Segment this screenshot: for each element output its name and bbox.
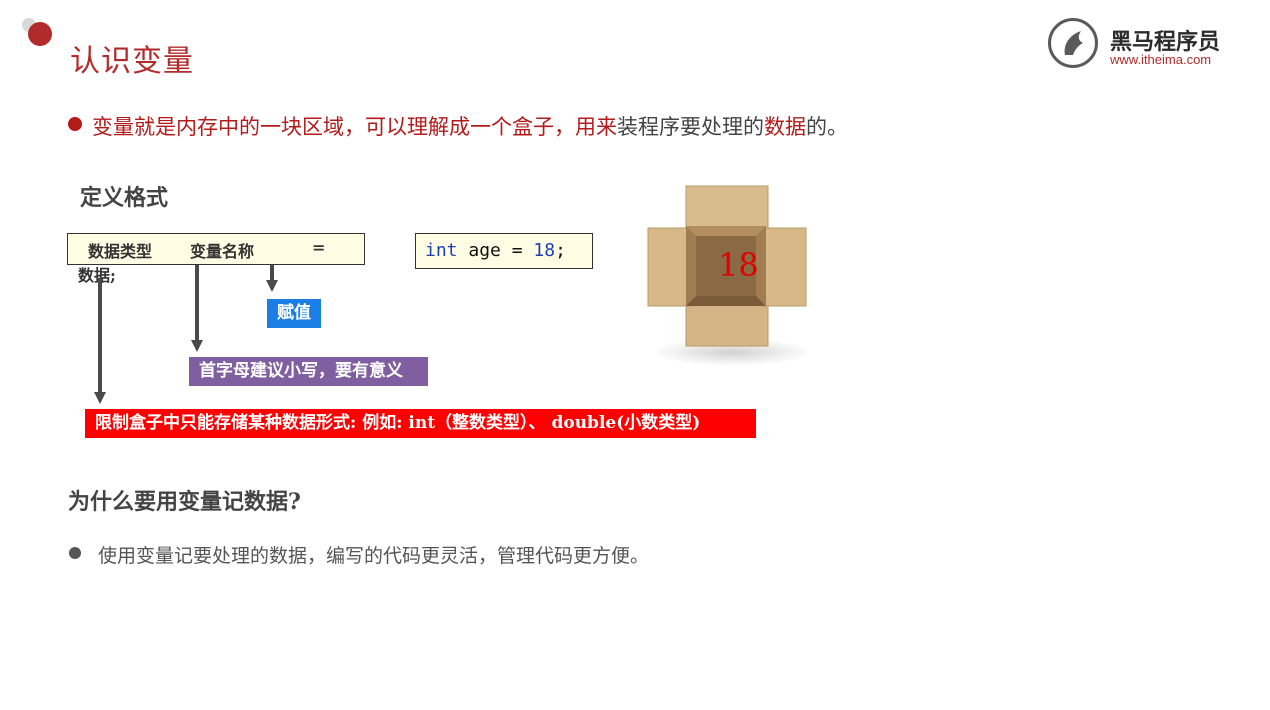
name-hint-tag: 首字母建议小写，要有意义 <box>189 357 428 386</box>
format-name-label: 变量名称 <box>190 242 255 261</box>
decor-dot-red <box>28 22 52 46</box>
definition-heading: 定义格式 <box>80 185 169 211</box>
intro-text: 变量就是内存中的一块区域，可以理解成一个盒子，用来装程序要处理的数据的。 <box>92 111 848 141</box>
intro-part: 装 <box>617 115 638 139</box>
format-type-label: 数据类型 <box>88 242 153 261</box>
intro-part: 数据 <box>764 115 806 139</box>
code-end: ; <box>555 240 566 261</box>
type-hint-tag: 限制盒子中只能存储某种数据形式: 例如: int（整数类型）、 double(小… <box>85 409 756 438</box>
logo-name: 黑马程序员 <box>1110 30 1221 55</box>
code-example: int age = 18; <box>425 240 566 261</box>
horse-logo-icon <box>1048 18 1098 68</box>
why-heading: 为什么要用变量记数据? <box>68 489 301 515</box>
code-box <box>415 233 593 269</box>
intro-part: 程序要处理的 <box>638 115 764 139</box>
box-value: 18 <box>718 246 759 284</box>
why-point: 使用变量记要处理的数据，编写的代码更灵活，管理代码更方便。 <box>98 545 650 567</box>
code-number: 18 <box>533 240 556 261</box>
format-box <box>67 233 365 265</box>
slide-title: 认识变量 <box>70 44 194 79</box>
code-keyword: int <box>425 240 458 261</box>
code-text: age = <box>457 240 534 261</box>
format-data-label: 数据; <box>78 266 116 285</box>
bullet-icon <box>69 547 81 559</box>
logo-url: www.itheima.com <box>1110 52 1212 67</box>
cardboard-box-icon <box>647 185 812 366</box>
logo: 黑马程序员 www.itheima.com <box>1048 18 1238 72</box>
intro-part: 变量就是内存中的一块区域，可以理解成一个盒子，用来 <box>92 115 617 139</box>
format-equals: = <box>312 238 326 257</box>
assign-tag: 赋值 <box>267 299 321 328</box>
bullet-icon <box>68 117 82 131</box>
intro-part: 的。 <box>806 115 848 139</box>
